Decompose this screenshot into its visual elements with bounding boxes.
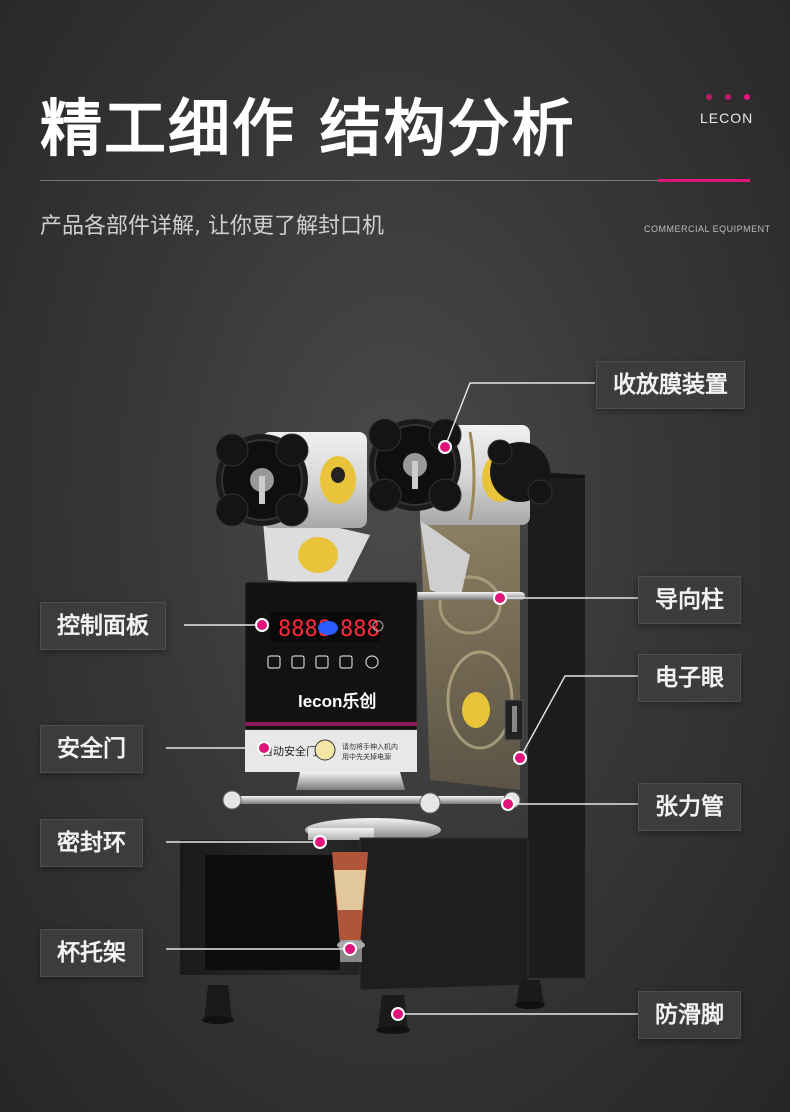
roll-cap-right xyxy=(368,418,462,512)
machine-side xyxy=(528,478,585,978)
tagline: COMMERCIAL EQUIPMENT xyxy=(644,224,771,234)
brand-dots xyxy=(706,94,750,100)
label-film-roll: 收放膜装置 xyxy=(596,361,745,409)
dot-film xyxy=(438,440,452,454)
roll-cap-left xyxy=(215,433,309,527)
svg-text:lecon乐创: lecon乐创 xyxy=(298,691,376,711)
brand-logo: LECON xyxy=(700,110,754,126)
feet xyxy=(202,980,545,1034)
svg-text:请勿将手伸入机内: 请勿将手伸入机内 xyxy=(342,742,398,751)
dot-tension xyxy=(501,797,515,811)
dot-feet xyxy=(391,1007,405,1021)
label-guide-post: 导向柱 xyxy=(638,576,741,624)
dot-guide xyxy=(493,591,507,605)
svg-text:888: 888 xyxy=(340,617,380,642)
svg-text:自动安全门: 自动安全门 xyxy=(262,744,317,758)
seal-head xyxy=(296,772,405,790)
dot-holder xyxy=(343,942,357,956)
page-subtitle: 产品各部件详解, 让你更了解封口机 xyxy=(40,214,384,239)
dot-eye xyxy=(513,751,527,765)
divider xyxy=(40,180,750,181)
label-seal-ring: 密封环 xyxy=(40,819,143,867)
page-title: 精工细作 结构分析 xyxy=(40,92,576,165)
svg-text:用中先关掉电源: 用中先关掉电源 xyxy=(342,752,391,761)
label-cup-holder: 杯托架 xyxy=(40,929,143,977)
callout-dots xyxy=(255,440,527,1021)
dot-panel xyxy=(255,618,269,632)
label-electronic-eye: 电子眼 xyxy=(638,654,741,702)
divider-accent xyxy=(658,179,750,182)
leader-lines xyxy=(166,382,638,1015)
safety-door: 自动安全门 请勿将手伸入机内 用中先关掉电源 xyxy=(245,730,417,772)
dot-door xyxy=(257,741,271,755)
label-anti-slip-feet: 防滑脚 xyxy=(638,991,741,1039)
guide-post xyxy=(410,592,525,600)
control-panel: 8888 888 lecon乐创 xyxy=(244,581,418,731)
dot-seal xyxy=(313,835,327,849)
tension-tube xyxy=(228,796,518,804)
label-tension-tube: 张力管 xyxy=(638,783,741,831)
label-control-panel: 控制面板 xyxy=(40,602,166,650)
label-safety-door: 安全门 xyxy=(40,725,143,773)
